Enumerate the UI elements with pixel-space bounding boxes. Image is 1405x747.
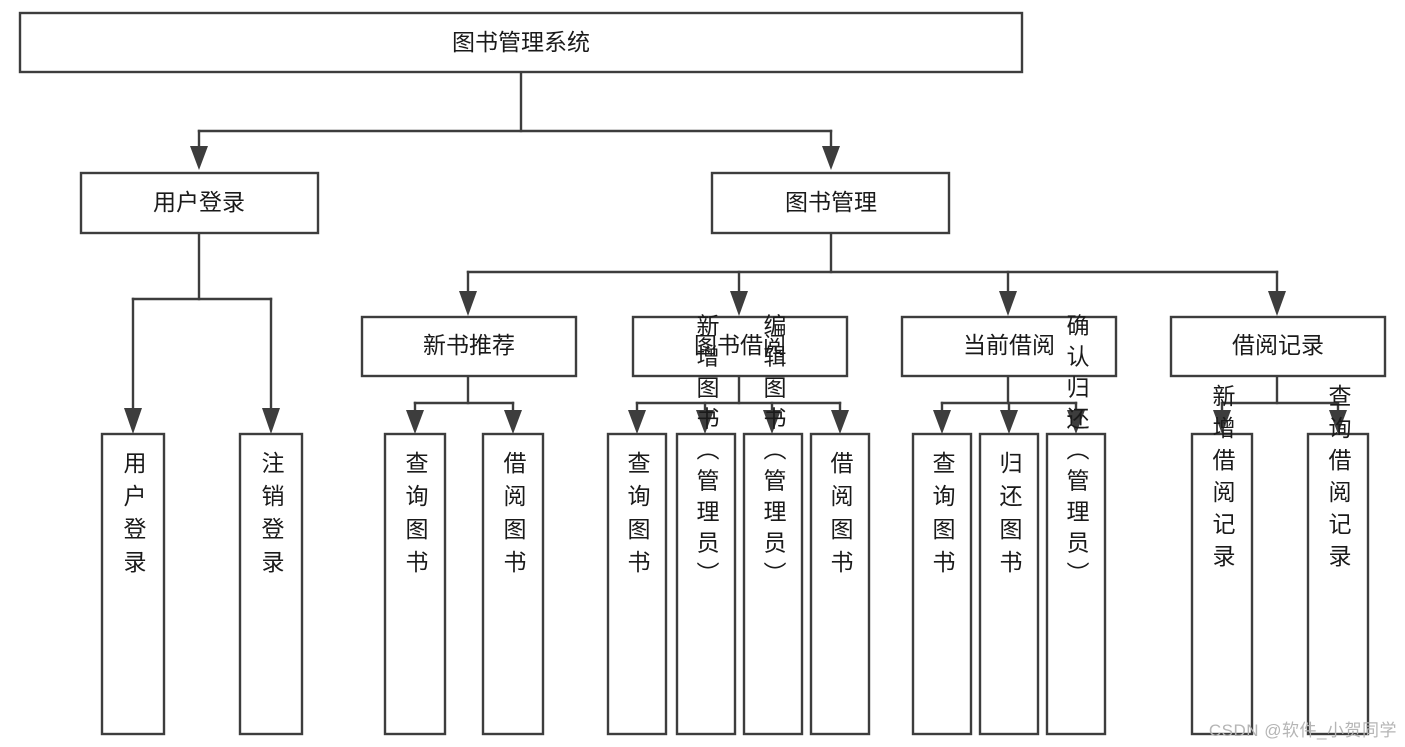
arrowhead-leaf-user-login: [124, 408, 142, 434]
arrowhead-book-borrow: [730, 291, 748, 316]
node-leaf-query-book-3-label: 查询图书: [929, 451, 956, 583]
node-leaf-return-book-label: 归还图书: [996, 451, 1023, 583]
node-current-borrow-box[interactable]: [900, 315, 1118, 378]
node-current-borrow[interactable]: 当前借阅: [900, 315, 1118, 378]
node-leaf-confirm-return-label: 确认归还（管理员）: [1063, 314, 1090, 593]
node-leaf-borrow-book-1[interactable]: 借阅图书: [481, 432, 545, 736]
node-leaf-borrow-book-1-label: 借阅图书: [500, 451, 527, 583]
arrowhead-new-book-recommend: [459, 291, 477, 316]
node-leaf-query-record-label: 查询借阅记录: [1325, 384, 1352, 576]
node-user-login[interactable]: 用户登录: [79, 171, 320, 235]
node-leaf-return-book-box[interactable]: [978, 432, 1040, 736]
arrowhead-book-manage: [822, 146, 840, 170]
arrowhead-leaf-confirm-return: [1067, 410, 1085, 434]
node-root-system-box[interactable]: [18, 11, 1024, 74]
node-leaf-query-record-box[interactable]: [1306, 432, 1370, 736]
node-leaf-borrow-book-2[interactable]: 借阅图书: [809, 432, 871, 736]
node-book-borrow-label: 图书借阅: [694, 332, 786, 358]
arrowhead-leaf-query-book-3: [933, 410, 951, 434]
node-leaf-query-book-3[interactable]: 查询图书: [911, 432, 973, 736]
node-book-borrow-box[interactable]: [631, 315, 849, 378]
node-leaf-query-book-1-box[interactable]: [383, 432, 447, 736]
node-leaf-query-book-2-box[interactable]: [606, 432, 668, 736]
node-current-borrow-label: 当前借阅: [963, 332, 1055, 358]
node-leaf-add-book-label: 新增图书（管理员）: [693, 314, 720, 593]
arrowhead-leaf-borrow-book-2: [831, 410, 849, 434]
node-user-login-box[interactable]: [79, 171, 320, 235]
arrowhead-leaf-query-record: [1329, 410, 1347, 434]
node-user-login-label: 用户登录: [153, 189, 245, 215]
node-leaf-query-record[interactable]: 查询借阅记录: [1306, 384, 1370, 736]
node-leaf-user-login-box[interactable]: [100, 432, 166, 736]
node-leaf-borrow-book-2-label: 借阅图书: [827, 451, 854, 583]
node-root-system[interactable]: 图书管理系统: [18, 11, 1024, 74]
node-new-book-recommend-label: 新书推荐: [423, 332, 515, 358]
node-new-book-recommend-box[interactable]: [360, 315, 578, 378]
node-leaf-query-book-1[interactable]: 查询图书: [383, 432, 447, 736]
arrowhead-leaf-logout: [262, 408, 280, 434]
arrowhead-leaf-add-book: [696, 410, 714, 434]
node-leaf-add-book[interactable]: 新增图书（管理员）: [675, 314, 737, 736]
node-book-borrow[interactable]: 图书借阅: [631, 315, 849, 378]
arrowhead-leaf-return-book: [1000, 410, 1018, 434]
node-leaf-query-book-2[interactable]: 查询图书: [606, 432, 668, 736]
node-leaf-logout-box[interactable]: [238, 432, 304, 736]
node-borrow-record[interactable]: 借阅记录: [1169, 315, 1387, 378]
node-borrow-record-label: 借阅记录: [1232, 332, 1324, 358]
node-book-manage-label: 图书管理: [785, 189, 877, 215]
node-leaf-edit-book-label: 编辑图书（管理员）: [760, 314, 787, 593]
node-leaf-confirm-return[interactable]: 确认归还（管理员）: [1045, 314, 1107, 736]
arrowhead-current-borrow: [999, 291, 1017, 316]
node-book-manage-box[interactable]: [710, 171, 951, 235]
node-leaf-add-record[interactable]: 新增借阅记录: [1190, 384, 1254, 736]
node-leaf-confirm-return-box[interactable]: [1045, 432, 1107, 736]
connector-layer: [124, 70, 1347, 434]
arrowhead-leaf-edit-book: [763, 410, 781, 434]
node-leaf-user-login[interactable]: 用户登录: [100, 432, 166, 736]
arrowhead-leaf-query-book-1: [406, 410, 424, 434]
node-leaf-logout-label: 注销登录: [258, 451, 285, 583]
node-leaf-query-book-1-label: 查询图书: [402, 451, 429, 583]
arrowhead-borrow-record: [1268, 291, 1286, 316]
node-leaf-logout[interactable]: 注销登录: [238, 432, 304, 736]
node-leaf-borrow-book-1-box[interactable]: [481, 432, 545, 736]
node-leaf-query-book-3-box[interactable]: [911, 432, 973, 736]
node-leaf-query-book-2-label: 查询图书: [624, 451, 651, 583]
node-leaf-add-record-box[interactable]: [1190, 432, 1254, 736]
arrowhead-leaf-add-record: [1213, 410, 1231, 434]
node-leaf-edit-book[interactable]: 编辑图书（管理员）: [742, 314, 804, 736]
arrowhead-user-login: [190, 146, 208, 170]
node-leaf-borrow-book-2-box[interactable]: [809, 432, 871, 736]
node-book-manage[interactable]: 图书管理: [710, 171, 951, 235]
node-leaf-add-record-label: 新增借阅记录: [1209, 384, 1236, 576]
node-root-system-label: 图书管理系统: [452, 29, 590, 55]
node-borrow-record-box[interactable]: [1169, 315, 1387, 378]
arrowhead-leaf-query-book-2: [628, 410, 646, 434]
node-leaf-user-login-label: 用户登录: [120, 451, 147, 583]
node-leaf-add-book-box[interactable]: [675, 432, 737, 736]
node-new-book-recommend[interactable]: 新书推荐: [360, 315, 578, 378]
arrowhead-leaf-borrow-book-1: [504, 410, 522, 434]
node-leaf-return-book[interactable]: 归还图书: [978, 432, 1040, 736]
node-leaf-edit-book-box[interactable]: [742, 432, 804, 736]
